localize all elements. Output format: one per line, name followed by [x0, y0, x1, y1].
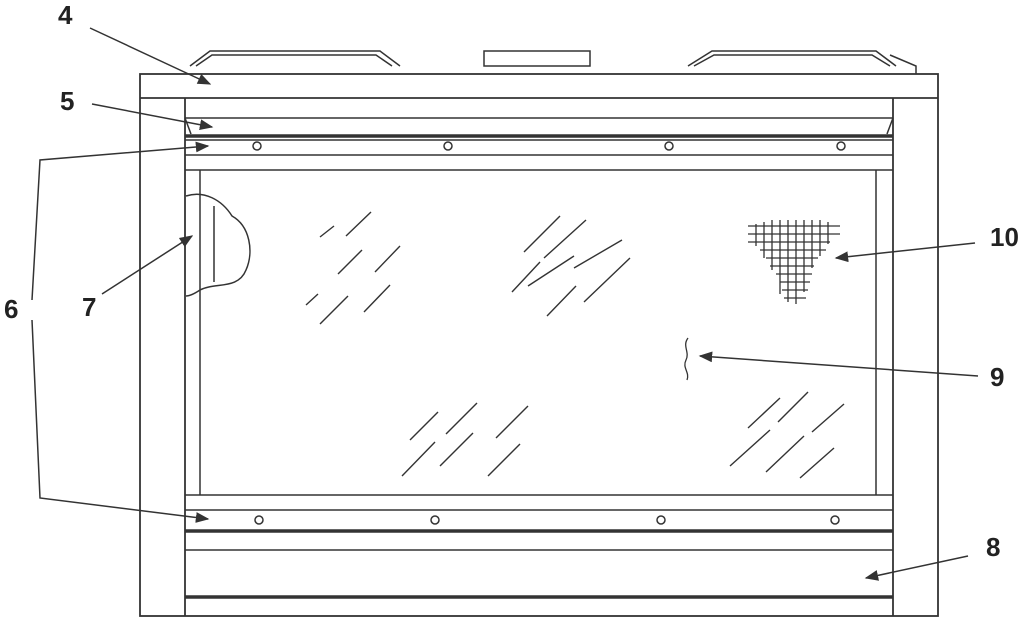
bottom-clamp-bar [185, 509, 893, 533]
callout-6: 6 [4, 294, 18, 324]
callout-5: 5 [60, 86, 74, 116]
leader-9 [698, 351, 979, 377]
top-trim [184, 117, 894, 138]
gasket [185, 193, 251, 297]
top-clamp-bar [185, 139, 893, 171]
glass-frame [185, 170, 893, 496]
callout-8: 8 [986, 532, 1000, 562]
leader-7 [101, 235, 194, 295]
callout-7: 7 [82, 292, 96, 322]
leader-lines [31, 27, 979, 581]
squiggle-mark [684, 337, 689, 381]
top-vents [189, 50, 917, 74]
leader-8 [864, 555, 969, 581]
leader-5 [91, 103, 214, 131]
leader-4 [89, 27, 212, 85]
callout-9: 9 [990, 362, 1004, 392]
screen-mesh [748, 220, 840, 304]
leader-6-top [31, 141, 210, 301]
glass-reflections [305, 211, 845, 479]
leader-6-bottom [31, 319, 210, 523]
callout-10: 10 [990, 222, 1019, 252]
leader-10 [834, 242, 976, 263]
bottom-louver [185, 549, 893, 599]
callout-4: 4 [58, 0, 73, 30]
